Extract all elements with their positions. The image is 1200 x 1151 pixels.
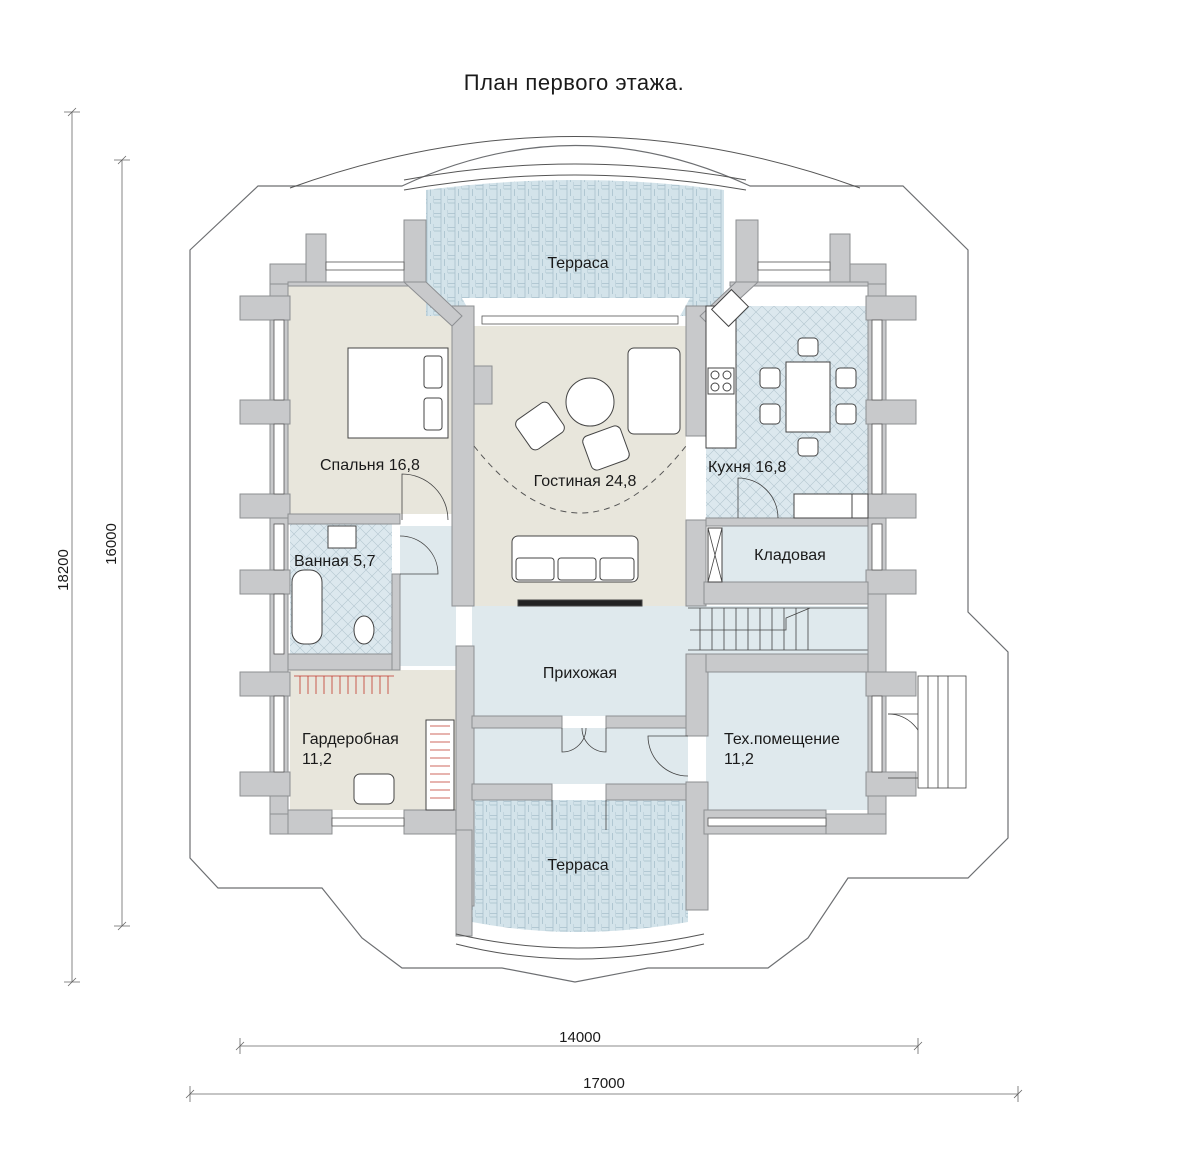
room-label-tech: Тех.помещение — [724, 731, 840, 748]
dimension-inner-height: 16000 — [103, 523, 120, 565]
toilet — [353, 615, 375, 645]
stairs — [688, 607, 868, 651]
terrace-top-floor — [426, 180, 724, 316]
pantry-floor — [722, 526, 868, 582]
coffee-table — [565, 377, 615, 427]
room-label-pantry: Кладовая — [754, 547, 826, 564]
dimension-outer-width: 17000 — [583, 1075, 625, 1092]
room-label-wardrobe-area: 11,2 — [302, 751, 332, 768]
dimension-lines — [64, 107, 1023, 1102]
armchair — [353, 773, 395, 805]
tv-console — [517, 599, 643, 607]
sofa — [627, 347, 681, 435]
furniture — [291, 288, 869, 811]
sink — [710, 288, 750, 328]
sink — [327, 525, 357, 549]
site-outline — [189, 144, 1009, 983]
windows — [273, 261, 883, 827]
armchair — [515, 401, 565, 451]
hall2-floor — [472, 728, 688, 784]
room-label-tech-area: 11,2 — [724, 751, 754, 768]
room-label-terrace-bottom: Терраса — [547, 857, 608, 874]
room-label-bedroom: Спальня 16,8 — [320, 457, 420, 474]
terrace-bottom-floor — [472, 800, 688, 932]
dimension-inner-width: 14000 — [559, 1029, 601, 1046]
dining-table — [785, 361, 831, 433]
room-label-kitchen: Кухня 16,8 — [708, 459, 787, 476]
room-label-wardrobe: Гардеробная — [302, 731, 399, 748]
bathtub — [291, 569, 323, 645]
corridor-floor — [400, 526, 456, 666]
tech-floor — [706, 672, 868, 810]
room-label-bathroom: Ванная 5,7 — [294, 553, 376, 570]
dimension-outer-height: 18200 — [55, 549, 72, 591]
walls — [239, 219, 917, 937]
room-label-living: Гостиная 24,8 — [534, 473, 637, 490]
armchair — [582, 425, 630, 471]
room-label-terrace-top: Терраса — [547, 255, 608, 272]
porch-steps — [917, 675, 967, 789]
plan-title: План первого этажа. — [464, 70, 684, 95]
room-label-hallway: Прихожая — [543, 665, 617, 682]
